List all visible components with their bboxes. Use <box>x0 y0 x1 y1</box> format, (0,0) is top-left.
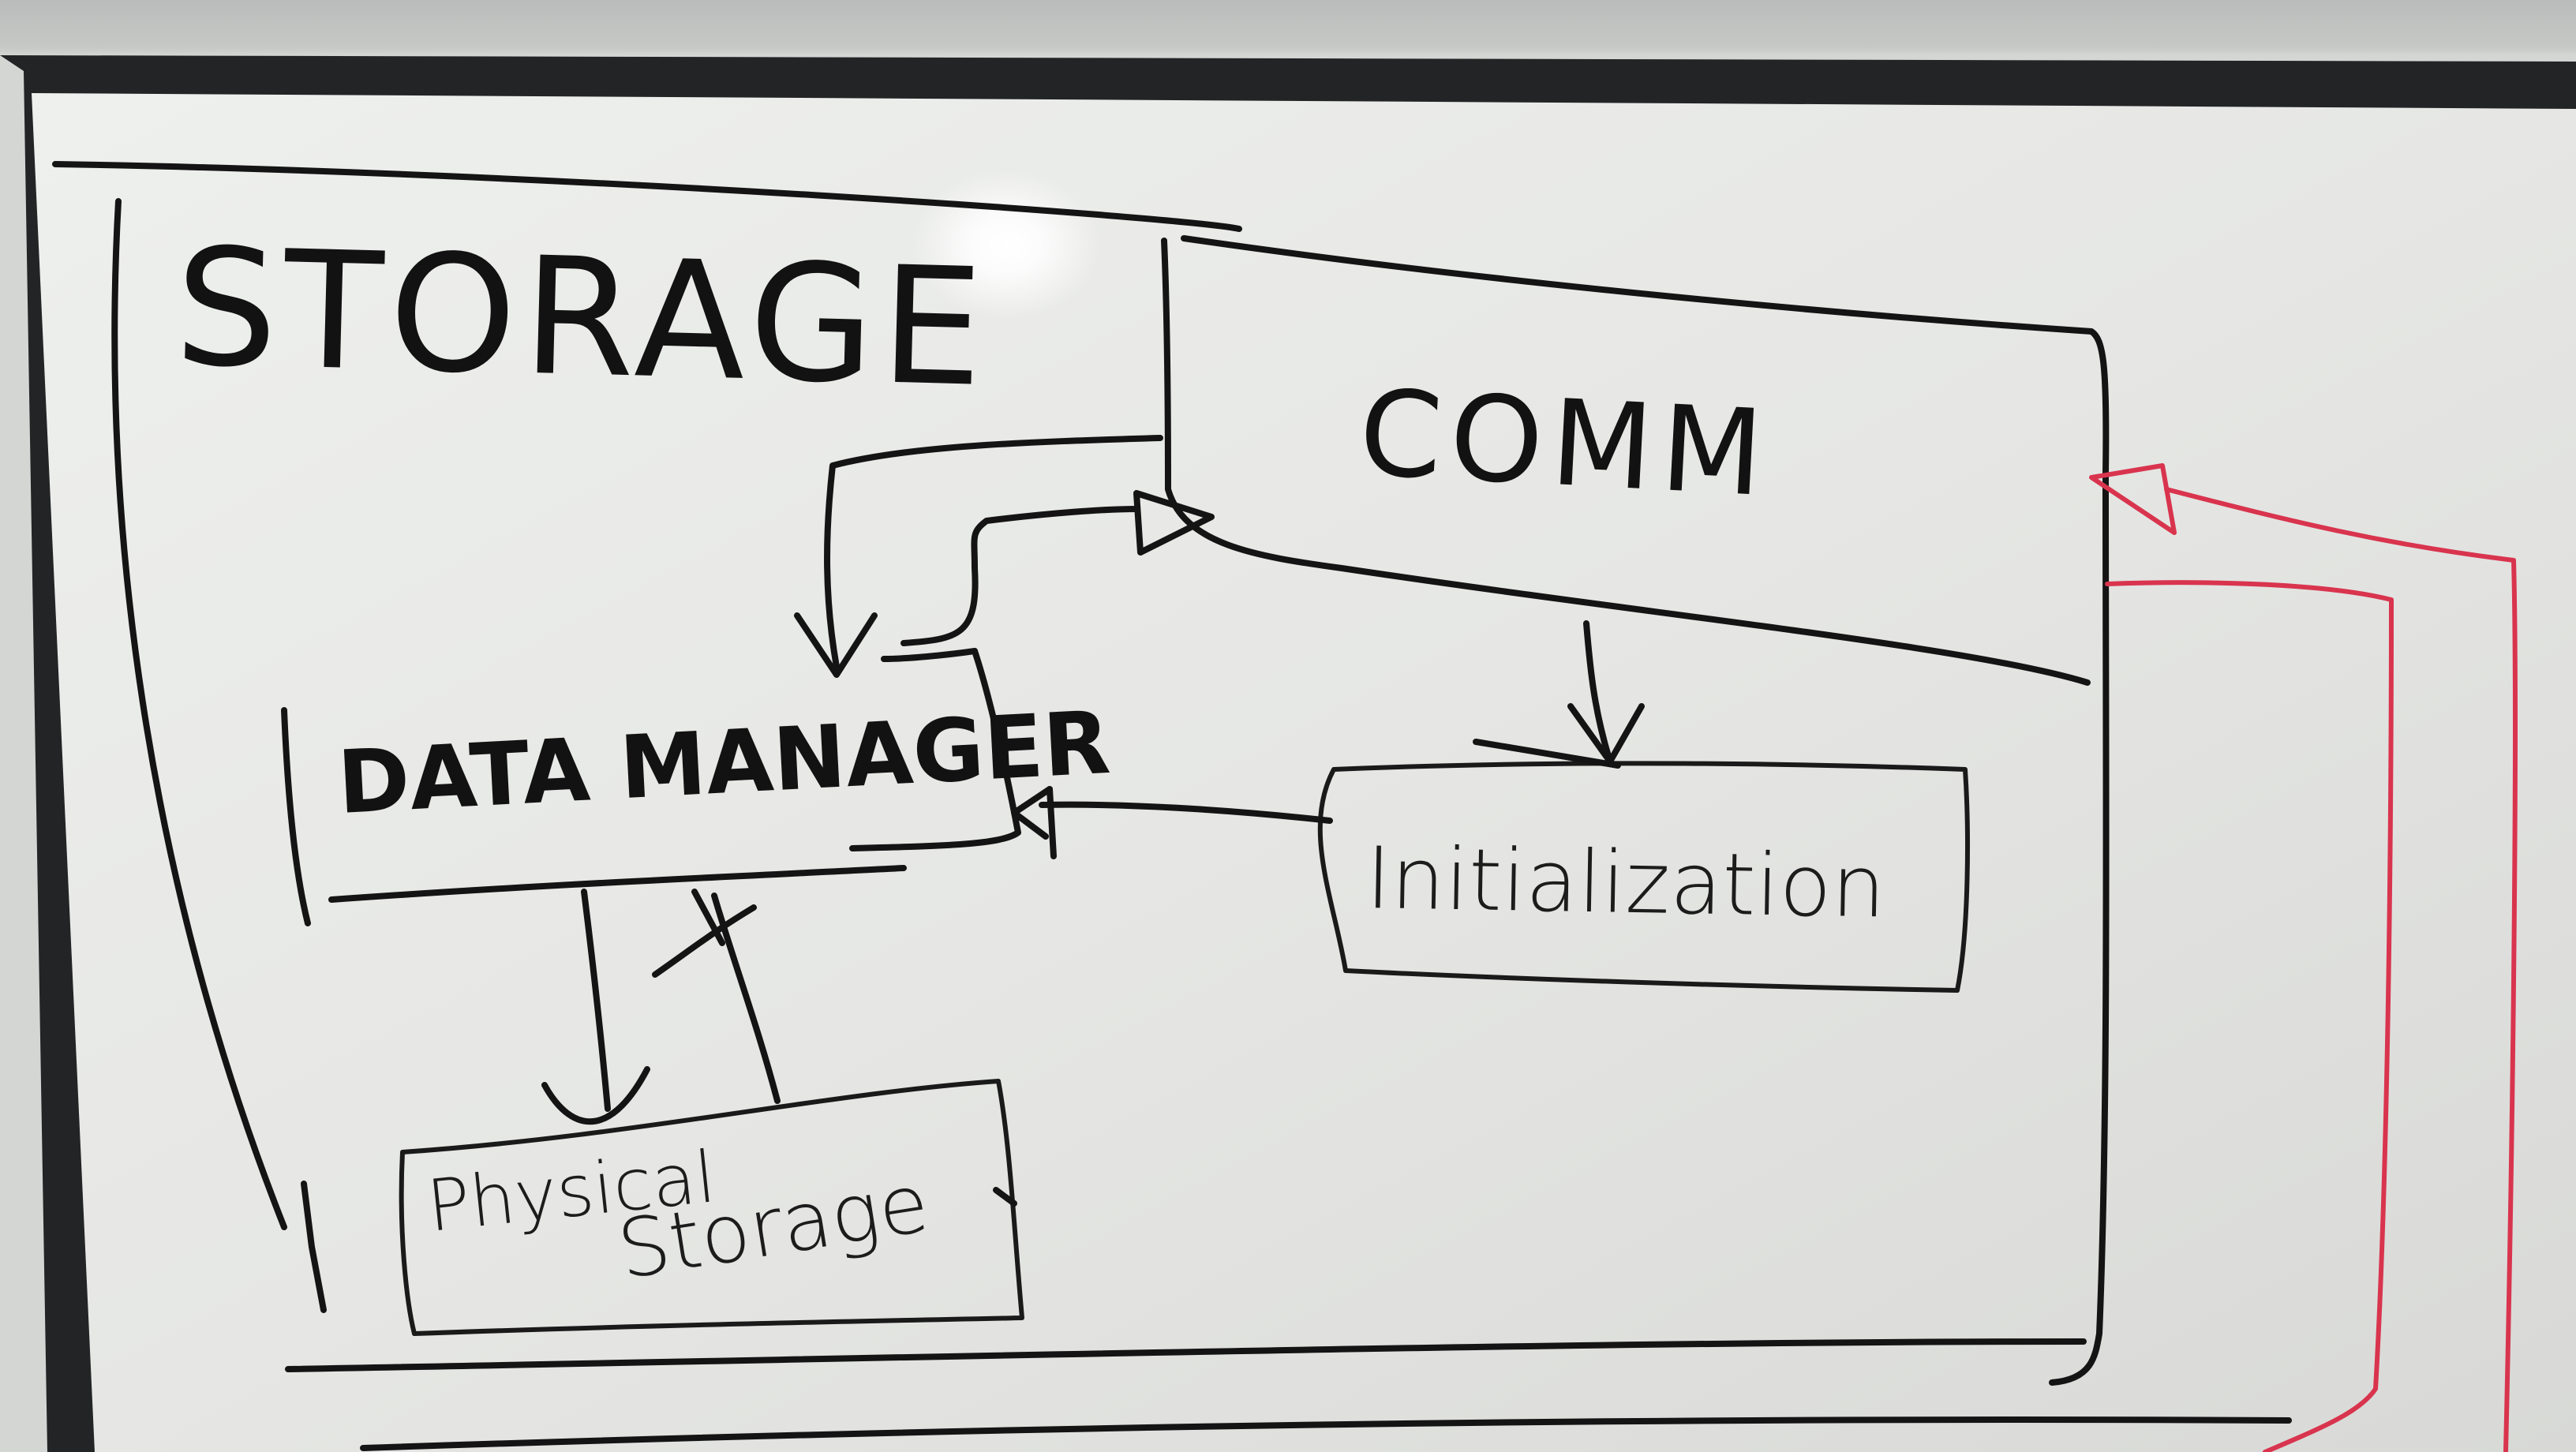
initialization-label: Initialization <box>1365 829 1887 937</box>
arrow-comm-to-data-manager <box>794 435 1163 678</box>
arrow-data-manager-to-physical <box>541 889 650 1125</box>
bottom-partial-line <box>360 1416 2292 1451</box>
physical-storage-box <box>399 1079 1024 1336</box>
comm-container <box>1161 235 2110 1386</box>
comm-label: COMM <box>1356 365 1774 523</box>
storage-label: STORAGE <box>173 214 992 423</box>
arrow-comm-to-initialization <box>1473 620 1645 769</box>
board-surface <box>32 93 2576 1452</box>
arrow-physical-to-data-manager <box>652 889 781 1104</box>
arrow-initialization-to-data-manager <box>1011 786 1333 859</box>
red-feedback-arrows <box>2089 463 2518 1452</box>
initialization-box <box>1317 761 1970 993</box>
storage-container <box>52 161 2087 1372</box>
data-manager-box <box>281 648 1021 926</box>
arrow-data-manager-to-comm <box>900 490 1215 646</box>
